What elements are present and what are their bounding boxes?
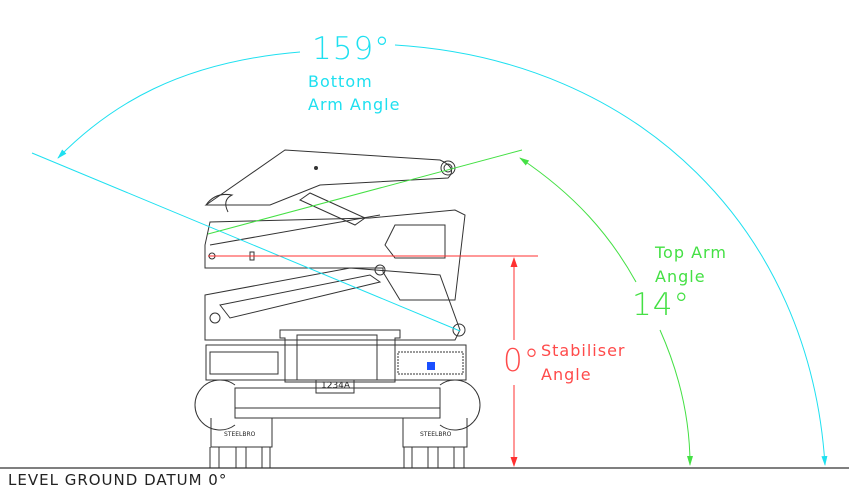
bottom-arm-label-1: Bottom <box>308 72 373 91</box>
brand-label-right: STEELBRO <box>420 431 452 438</box>
top-arm-angle-value: 14° <box>632 287 690 323</box>
license-plate: 1234A <box>321 381 351 391</box>
brand-label-left: STEELBRO <box>224 431 256 438</box>
stabiliser-label-2: Angle <box>541 365 592 384</box>
bottom-arm-reference-line <box>31 152 461 332</box>
bottom-arm-angle-arc-right <box>394 44 828 466</box>
bottom-arm-angle-value: 159° <box>312 31 391 67</box>
top-arm-angle-arc-lower <box>659 329 693 466</box>
stabiliser-label-1: Stabiliser <box>541 341 626 360</box>
top-arm-reference-line <box>207 149 523 235</box>
top-arm-label-1: Top Arm <box>655 243 727 262</box>
bottom-arm-angle-arc <box>57 51 301 159</box>
wheel-left <box>194 379 273 468</box>
wheel-right <box>402 379 481 468</box>
bottom-arm-label-2: Arm Angle <box>308 95 401 114</box>
top-arm-label-2: Angle <box>655 267 706 286</box>
side-lifter-machine <box>194 149 481 468</box>
ground-datum-label: LEVEL GROUND DATUM 0° <box>8 471 228 489</box>
top-arm-angle-arc-upper <box>519 157 637 283</box>
stabiliser-angle-value: 0° <box>503 343 541 379</box>
